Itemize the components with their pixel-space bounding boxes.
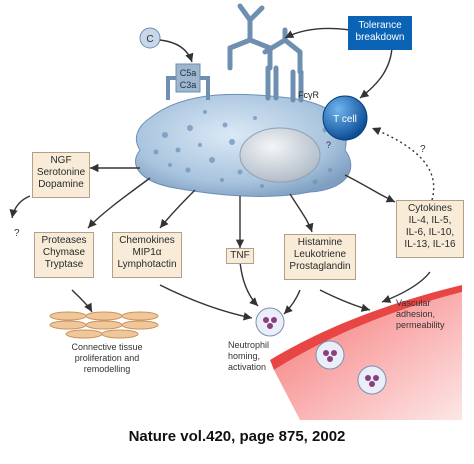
complement-receptor <box>166 76 210 100</box>
dopamine-label: Dopamine <box>38 179 84 190</box>
c5a-label: C5a <box>180 68 197 78</box>
leukotriene-label: Leukotriene <box>293 249 347 260</box>
ngf-box: NGF Serotonine Dopamine <box>32 152 90 198</box>
connective-line-2: proliferation and <box>74 353 140 363</box>
mip1a-label: MIP1α <box>132 247 162 258</box>
il13-il16-label: IL-13, IL-16 <box>404 239 456 250</box>
chemokines-box: Chemokines MIP1α Lymphotactin <box>112 232 182 278</box>
serotonine-label: Serotonine <box>36 167 86 178</box>
ngf-label: NGF <box>50 155 72 166</box>
tolerance-line-1: Tolerance <box>358 20 402 31</box>
c5a-c3a-box <box>175 63 201 93</box>
connective-tissue <box>49 311 159 339</box>
vascular-line-2: adhesion, <box>396 309 436 319</box>
tnf-label: TNF <box>230 250 250 261</box>
question-mark: ? <box>326 140 331 150</box>
il4-il5-label: IL-4, IL-5, <box>408 215 452 226</box>
tnf-box: TNF <box>226 248 254 264</box>
connective-line-3: remodelling <box>83 364 131 374</box>
dotted-feedback-arrow <box>371 127 435 201</box>
tolerance-breakdown-box: Tolerance breakdown <box>348 16 412 50</box>
histamine-box: Histamine Leukotriene Prostaglandin <box>284 234 356 280</box>
antibody-complex <box>227 3 304 103</box>
tryptase-label: Tryptase <box>44 259 84 270</box>
neutrophil-line-1: Neutrophil <box>228 340 270 350</box>
histamine-label: Histamine <box>297 237 343 248</box>
blood-vessel <box>274 292 462 420</box>
proteases-box: Proteases Chymase Tryptase <box>34 232 94 278</box>
connective-tissue-label: Connective tissue proliferation and remo… <box>52 342 162 375</box>
t-cell-label: T cell <box>333 114 357 125</box>
prostaglandin-label: Prostaglandin <box>289 261 351 272</box>
neutrophil-line-2: homing, <box>228 351 261 361</box>
question-mark: ? <box>420 144 426 155</box>
c3a-label: C3a <box>180 80 197 90</box>
cytokines-label: Cytokines <box>408 203 452 214</box>
connective-line-1: Connective tissue <box>71 342 143 352</box>
chymase-label: Chymase <box>42 247 86 258</box>
blood-vessel-wall <box>270 285 462 370</box>
question-mark: ? <box>14 228 20 239</box>
neutrophil-label: Neutrophil homing, activation <box>228 340 288 373</box>
vascular-line-1: Vascular <box>396 298 431 308</box>
cytokines-box: Cytokines IL-4, IL-5, IL-6, IL-10, IL-13… <box>396 200 464 258</box>
vascular-label: Vascular adhesion, permeability <box>396 298 466 331</box>
lymphotactin-label: Lymphotactin <box>117 259 177 270</box>
arrows <box>9 27 431 321</box>
granules <box>153 110 332 188</box>
neutrophil <box>255 307 285 337</box>
t-cell <box>322 95 368 141</box>
tolerance-line-2: breakdown <box>355 32 405 43</box>
proteases-label: Proteases <box>41 235 87 246</box>
neutrophil-line-3: activation <box>228 362 267 372</box>
complement-symbol <box>139 27 161 49</box>
caption: Nature vol.420, page 875, 2002 <box>128 428 346 445</box>
vascular-line-3: permeability <box>396 320 445 330</box>
fc-receptor-label: FcγR <box>298 90 319 100</box>
chemokines-label: Chemokines <box>119 235 175 246</box>
nucleus <box>239 127 321 183</box>
vessel-neutrophil <box>315 340 387 395</box>
il6-il10-label: IL-6, IL-10, <box>405 227 455 238</box>
complement-symbol-label: C <box>146 34 153 45</box>
